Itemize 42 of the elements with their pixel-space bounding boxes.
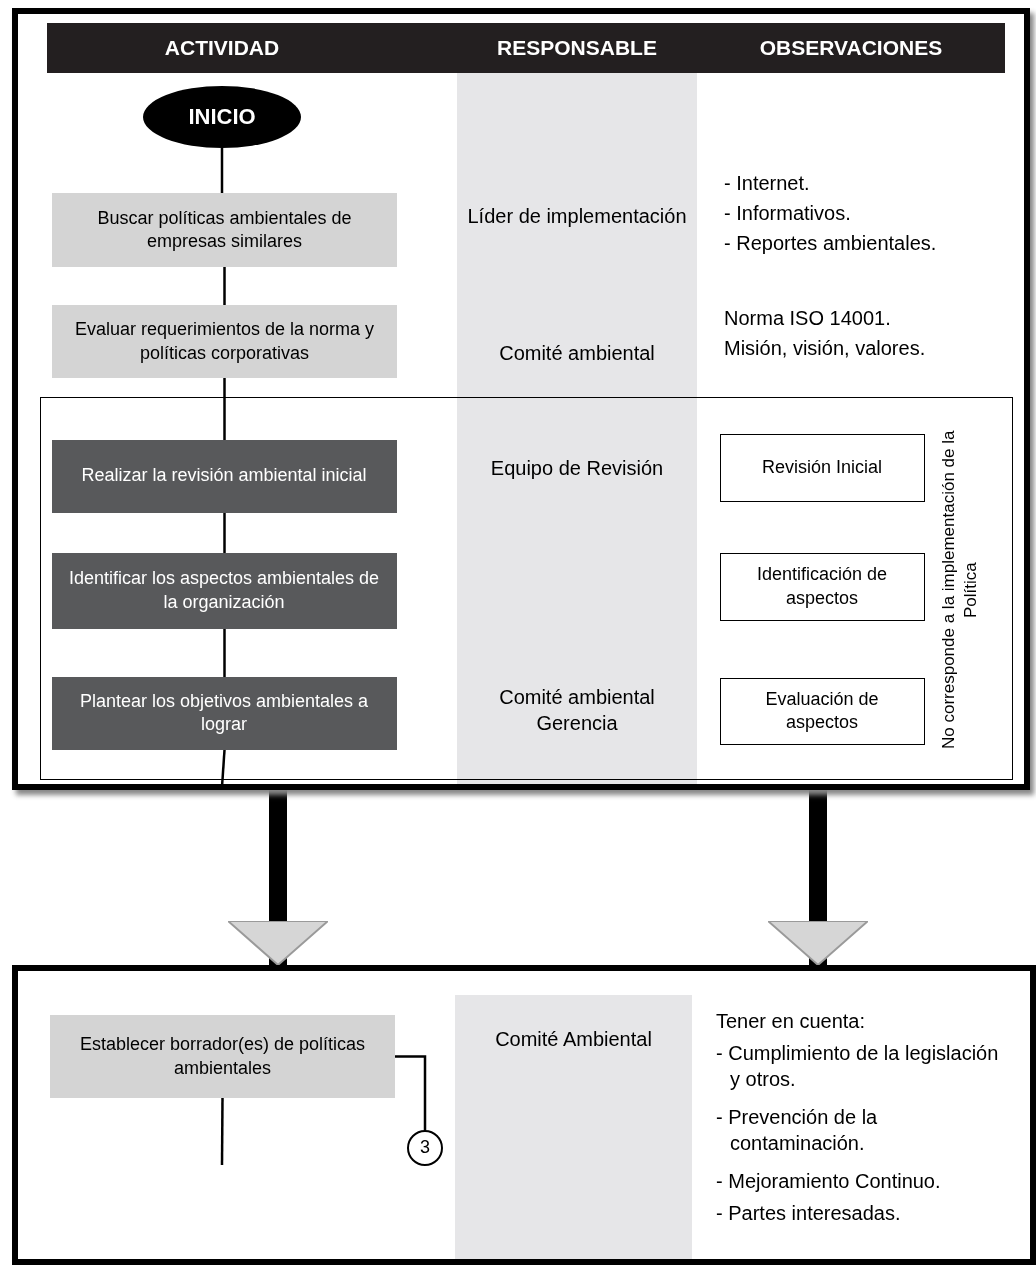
- note-text: - Mejoramiento Continuo.: [716, 1169, 942, 1194]
- note-text: - Reportes ambientales.: [724, 231, 938, 256]
- process-box: Establecer borrador(es) de políticas ambientales: [50, 1015, 395, 1098]
- group-frame: [40, 397, 1013, 780]
- panel-frame: [12, 8, 1030, 790]
- process-box: Plantear los objetivos ambientales a lograr: [51, 676, 397, 750]
- column-heading: ACTIVIDAD: [163, 35, 281, 61]
- callout-number: 3: [407, 1130, 443, 1166]
- block-arrow: [227, 790, 329, 966]
- note-text: - Cumplimiento de la legislación y otros.: [716, 1041, 1000, 1092]
- note-box: Identificación de aspectos: [719, 552, 925, 621]
- note-text: - Internet.: [724, 171, 811, 196]
- responsible-text: Líder de implementación: [466, 204, 688, 229]
- note-text: Tener en cuenta:: [716, 1009, 866, 1034]
- responsible-text: Comité ambiental Gerencia: [498, 685, 656, 736]
- responsible-text: Equipo de Revisión: [489, 456, 665, 481]
- connector-line: [223, 267, 226, 305]
- note-box: Evaluación de aspectos: [719, 677, 925, 745]
- block-arrow: [767, 790, 869, 966]
- connector-line: [223, 629, 226, 677]
- column-heading: OBSERVACIONES: [758, 35, 944, 61]
- note-text: - Partes interesadas.: [716, 1201, 902, 1226]
- column-heading: RESPONSABLE: [496, 35, 658, 61]
- responsible-text: Comité ambiental: [498, 341, 656, 366]
- vertical-note: No corresponde a la implementación de la Política: [937, 429, 981, 751]
- note-text: Norma ISO 14001.: [724, 306, 892, 331]
- process-box: Realizar la revisión ambiental inicial: [51, 439, 397, 513]
- leader-line: [395, 1055, 427, 1130]
- responsible-text: Comité Ambiental: [494, 1027, 653, 1052]
- connector-line: [220, 148, 224, 193]
- note-text: Misión, visión, valores.: [724, 336, 927, 361]
- note-text: - Prevención de la contaminación.: [716, 1105, 879, 1156]
- connector-line: [223, 378, 226, 440]
- start-terminator: INICIO: [143, 86, 301, 148]
- note-text: - Informativos.: [724, 201, 852, 226]
- connector-line: [220, 1098, 224, 1165]
- process-box: Evaluar requerimientos de la norma y políticas corporativas: [52, 305, 397, 378]
- connector-line: [223, 513, 226, 553]
- process-box: Identificar los aspectos ambientales de la organización: [51, 552, 397, 629]
- panel-frame: [12, 965, 1036, 1265]
- process-box: Buscar políticas ambientales de empresas similares: [52, 193, 397, 267]
- note-box: Revisión Inicial: [719, 433, 925, 502]
